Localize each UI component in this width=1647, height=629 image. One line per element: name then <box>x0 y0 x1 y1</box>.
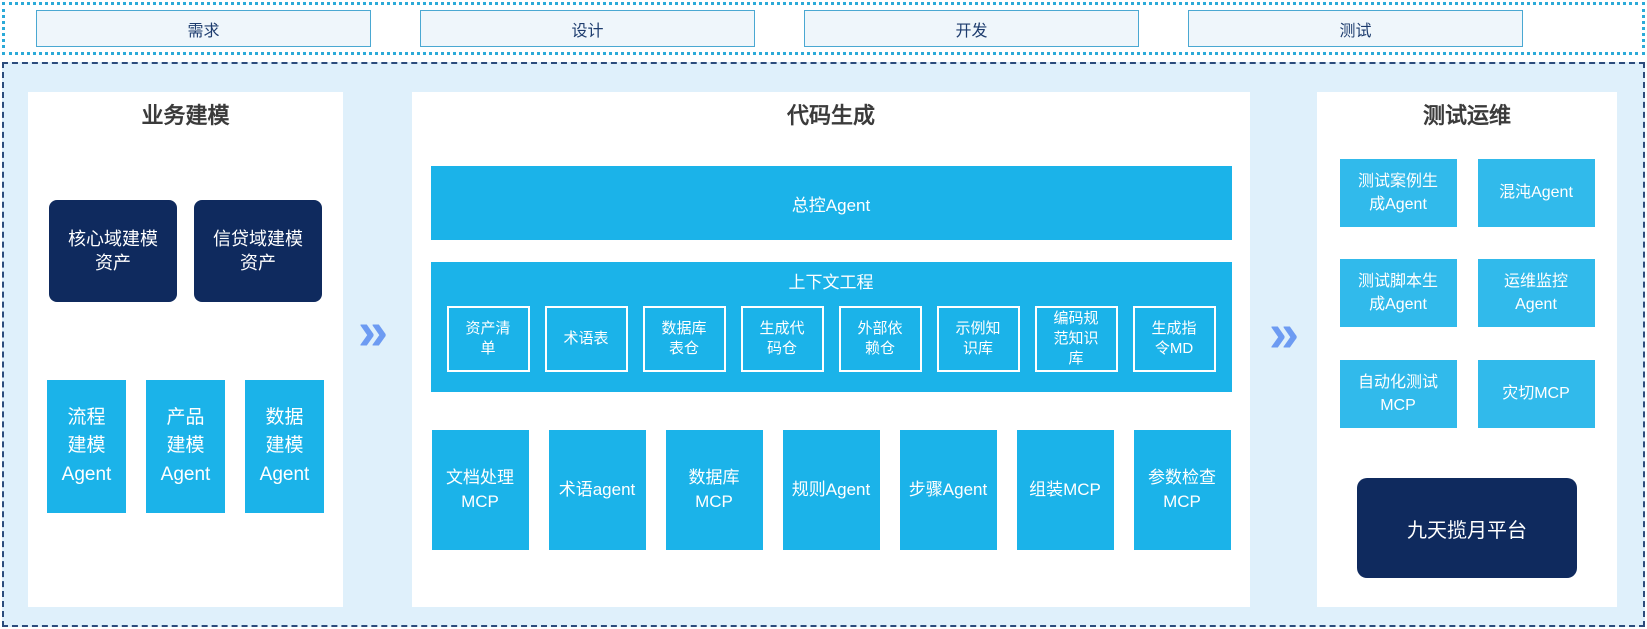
ctx-box-coding-standards-kb: 编码规 范知识 库 <box>1034 306 1118 372</box>
panel-business-modeling: 业务建模 核心域建模 资产 信贷域建模 资产 流程 建模 Agent 产品 建模… <box>28 92 343 607</box>
phase-box-design: 设计 <box>420 10 755 47</box>
test-ops-row-3: 自动化测试 MCP 灾切MCP <box>1339 360 1595 428</box>
ctx-box-db-table-repo: 数据库 表仓 <box>642 306 726 372</box>
test-ops-row-1: 测试案例生 成Agent 混沌Agent <box>1339 159 1595 227</box>
ctx-box-external-deps-repo: 外部依 赖仓 <box>838 306 922 372</box>
section-title-code-generation: 代码生成 <box>786 103 875 128</box>
test-box-chaos-agent: 混沌Agent <box>1477 159 1595 227</box>
master-agent-bar: 总控Agent <box>430 166 1232 240</box>
phase-box-development: 开发 <box>804 10 1139 47</box>
tool-box-steps-agent: 步骤Agent <box>899 430 997 550</box>
test-box-ops-monitoring-agent: 运维监控 Agent <box>1477 259 1595 327</box>
asset-box-credit-domain: 信贷域建模 资产 <box>194 200 322 302</box>
context-engineering-title: 上下文工程 <box>788 273 874 292</box>
ctx-box-asset-list: 资产清 单 <box>446 306 530 372</box>
platform-box-jiutian-lanyue: 九天揽月平台 <box>1357 478 1577 578</box>
test-ops-row-2: 测试脚本生 成Agent 运维监控 Agent <box>1339 259 1595 327</box>
test-box-testscript-gen-agent: 测试脚本生 成Agent <box>1339 259 1457 327</box>
agent-box-process-modeling: 流程 建模 Agent <box>47 380 126 513</box>
phase-box-requirements: 需求 <box>36 10 371 47</box>
panel-test-ops: 测试运维 测试案例生 成Agent 混沌Agent 测试脚本生 成Agent 运… <box>1317 92 1617 607</box>
agent-box-data-modeling: 数据 建模 Agent <box>245 380 324 513</box>
context-boxes-row: 资产清 单 术语表 数据库 表仓 生成代 码仓 外部依 赖仓 示例知 识库 编码… <box>446 306 1216 372</box>
ctx-box-example-knowledge-base: 示例知 识库 <box>936 306 1020 372</box>
phase-box-testing: 测试 <box>1188 10 1523 47</box>
tool-box-doc-processing-mcp: 文档处理 MCP <box>431 430 529 550</box>
phase-strip: 需求 设计 开发 测试 <box>2 2 1645 55</box>
panel-code-generation: 代码生成 总控Agent 上下文工程 资产清 单 术语表 数据库 表仓 生成代 … <box>412 92 1250 607</box>
ctx-box-generation-instruction-md: 生成指 令MD <box>1132 306 1216 372</box>
tool-box-glossary-agent: 术语agent <box>548 430 646 550</box>
section-title-business-modeling: 业务建模 <box>141 103 230 128</box>
tool-boxes-row: 文档处理 MCP 术语agent 数据库 MCP 规则Agent 步骤Agent… <box>431 430 1231 550</box>
context-engineering-box: 上下文工程 资产清 单 术语表 数据库 表仓 生成代 码仓 外部依 赖仓 示例知… <box>430 262 1232 392</box>
tool-box-rules-agent: 规则Agent <box>782 430 880 550</box>
modeling-agents-row: 流程 建模 Agent 产品 建模 Agent 数据 建模 Agent <box>47 380 324 513</box>
test-box-testcase-gen-agent: 测试案例生 成Agent <box>1339 159 1457 227</box>
tool-box-param-check-mcp: 参数检查 MCP <box>1133 430 1231 550</box>
section-title-test-ops: 测试运维 <box>1422 103 1511 128</box>
tool-box-assembly-mcp: 组装MCP <box>1016 430 1114 550</box>
flow-arrow-right-icon: » <box>1268 303 1300 363</box>
agent-box-product-modeling: 产品 建模 Agent <box>146 380 225 513</box>
asset-box-core-domain: 核心域建模 资产 <box>49 200 177 302</box>
test-box-disaster-switch-mcp: 灾切MCP <box>1477 360 1595 428</box>
test-box-automated-testing-mcp: 自动化测试 MCP <box>1339 360 1457 428</box>
main-container: 业务建模 核心域建模 资产 信贷域建模 资产 流程 建模 Agent 产品 建模… <box>2 62 1645 627</box>
asset-boxes-row: 核心域建模 资产 信贷域建模 资产 <box>49 200 322 302</box>
ctx-box-generated-code-repo: 生成代 码仓 <box>740 306 824 372</box>
flow-arrow-right-icon: » <box>357 301 389 361</box>
tool-box-database-mcp: 数据库 MCP <box>665 430 763 550</box>
ctx-box-glossary: 术语表 <box>544 306 628 372</box>
